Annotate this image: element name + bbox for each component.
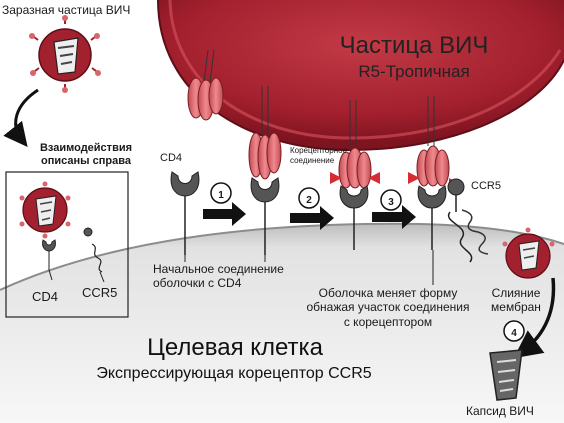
step-arrows [203, 202, 416, 230]
box-cd4-label: CD4 [32, 289, 59, 304]
step2-description: Оболочка меняет форму обнажая участок со… [300, 286, 476, 329]
step-number-badges [210, 182, 525, 342]
step-1-number: 1 [218, 190, 224, 201]
ccr5-coil [461, 209, 489, 255]
interaction-box [5, 171, 129, 318]
step2-line3: с корецептором [343, 314, 433, 329]
coreceptor-label-line2: соединение [290, 155, 335, 165]
virion-subtitle: R5-Тропичная [358, 62, 470, 81]
hiv-capsid [489, 349, 523, 401]
cd4-receptor-alone [170, 171, 200, 255]
box-hiv-particle [19, 181, 71, 239]
box-ccr5 [83, 227, 105, 283]
step2-line1: Оболочка меняет форму [318, 286, 458, 300]
gp120-spike-1 [187, 49, 224, 121]
gp120-bound-cd4 [248, 86, 282, 255]
step1-line2: оболочки с CD4 [153, 276, 242, 291]
fusion-line1: Слияние [491, 286, 541, 300]
box-cd4 [42, 239, 56, 281]
step1-description: Начальное соединение оболочки с CD4 [153, 262, 284, 291]
cd4-label: CD4 [160, 152, 183, 164]
gp120-coreceptor-binding [408, 96, 473, 263]
hiv-virion [157, 0, 564, 152]
step-2-number: 2 [306, 195, 312, 206]
coreceptor-label: Корецепторное соединение [290, 146, 347, 165]
box-title-line2: описаны справа [41, 154, 131, 167]
step1-line1: Начальное соединение [153, 262, 284, 276]
step-3-number: 3 [388, 197, 394, 208]
target-cell-membrane [0, 223, 564, 423]
coreceptor-label-line1: Корецепторное [290, 146, 348, 155]
box-ccr5-label: CCR5 [82, 285, 118, 300]
fusing-hiv-particle [502, 227, 555, 279]
cell-title: Целевая клетка [147, 334, 323, 361]
ccr5-label: CCR5 [471, 180, 501, 192]
cell-subtitle: Экспрессирующая корецептор CCR5 [96, 365, 372, 382]
fusion-description: Слияние мембран [484, 286, 548, 315]
box-title-line1: Взаимодействия [39, 142, 133, 154]
fusion-line2: мембран [491, 300, 541, 315]
small-hiv-particle [29, 15, 101, 93]
step2-line2: обнажая участок соединения [306, 300, 470, 315]
infectious-particle-label: Заразная частица ВИЧ [2, 3, 131, 17]
capsid-release-arrow [513, 277, 556, 359]
step-4-number: 4 [511, 328, 517, 339]
gp120-shape-change [330, 100, 380, 250]
virion-title: Частица ВИЧ [339, 32, 489, 59]
entry-arrow [3, 88, 39, 148]
capsid-label: Капсид ВИЧ [466, 404, 534, 418]
box-title: Взаимодействия описаны справа [30, 142, 142, 167]
